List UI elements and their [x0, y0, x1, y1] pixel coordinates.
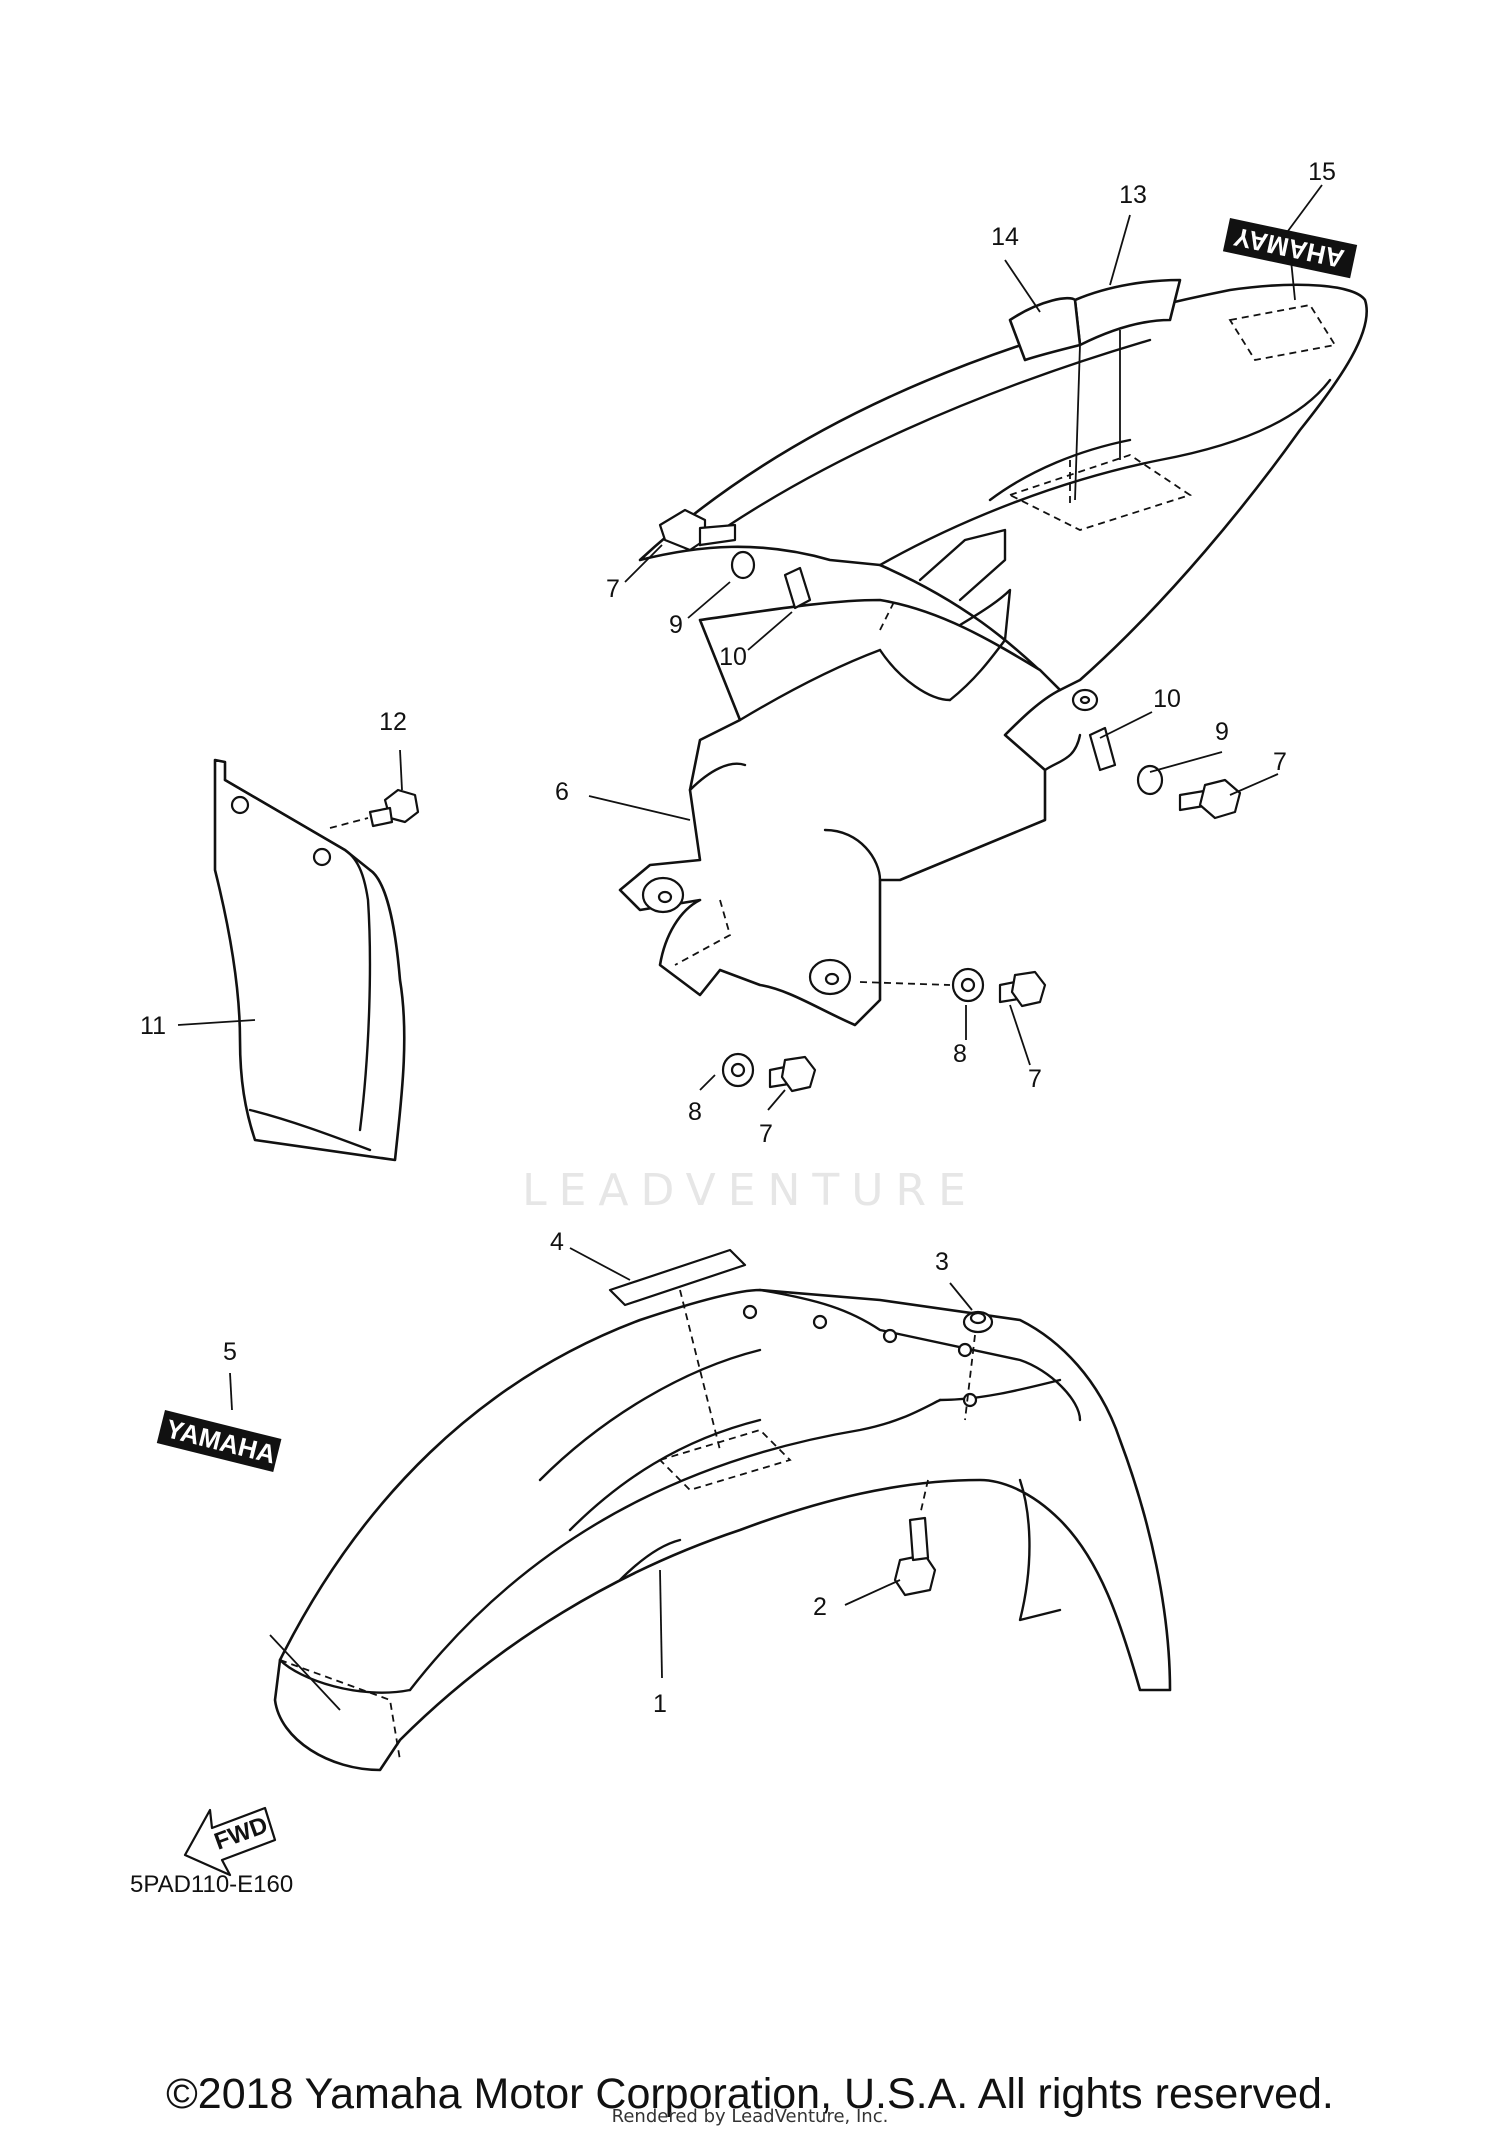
- collar-9-left: [730, 550, 756, 580]
- callout-10-left: 10: [719, 643, 747, 671]
- callout-6: 6: [555, 778, 569, 806]
- callout-7-lower: 7: [759, 1120, 773, 1148]
- collar-8-lower: [721, 1052, 755, 1088]
- bolt-2: [893, 1516, 937, 1597]
- callout-7-right: 7: [1273, 748, 1287, 776]
- nut-10-left: [783, 566, 812, 610]
- bolt-12: [368, 788, 420, 828]
- nut-10-right: [1088, 726, 1117, 772]
- callout-4: 4: [550, 1228, 564, 1256]
- callout-13: 13: [1119, 181, 1147, 209]
- front-fender[interactable]: [273, 1288, 1172, 1772]
- fwd-arrow: FWD: [183, 1806, 277, 1877]
- collar-8-center: [951, 967, 985, 1003]
- watermark: LEADVENTURE: [522, 1165, 978, 1216]
- mud-flap[interactable]: [213, 758, 406, 1162]
- leader-lines: [177, 184, 1323, 1679]
- callout-2: 2: [813, 1593, 827, 1621]
- grommet-3: [962, 1310, 994, 1334]
- callout-7-center: 7: [1028, 1065, 1042, 1093]
- yamaha-decal-front: YAMAHA: [156, 1410, 282, 1473]
- bolt-7-center: [998, 970, 1047, 1008]
- callout-10-right: 10: [1153, 685, 1181, 713]
- bolt-7-upper-left: [658, 508, 737, 552]
- callout-14: 14: [991, 223, 1019, 251]
- rear-fender[interactable]: [618, 283, 1368, 1027]
- callout-3: 3: [935, 1248, 949, 1276]
- bolt-7-right: [1178, 778, 1242, 820]
- bolt-7-lower: [768, 1055, 817, 1093]
- callout-8-center: 8: [953, 1040, 967, 1068]
- callout-9-right: 9: [1215, 718, 1229, 746]
- svg-text:YAMAHA: YAMAHA: [163, 1413, 279, 1469]
- callouts: 15 13 14 7 9 10 10 9 7 6 12 11 8 7 8 7 4…: [140, 158, 1336, 1718]
- callout-12: 12: [379, 708, 407, 736]
- callout-9-left: 9: [669, 611, 683, 639]
- callout-11: 11: [140, 1012, 166, 1040]
- rear-fender-decals: [1008, 278, 1182, 501]
- callout-1: 1: [653, 1690, 667, 1718]
- callout-7-upper: 7: [606, 575, 620, 603]
- callout-8-lower: 8: [688, 1098, 702, 1126]
- copyright-notice: ©2018 Yamaha Motor Corporation, U.S.A. A…: [166, 2070, 1334, 2118]
- rendered-by: Rendered by LeadVenture, Inc.: [611, 2106, 889, 2127]
- callout-5: 5: [223, 1338, 237, 1366]
- collar-9-right: [1136, 764, 1164, 796]
- callout-15: 15: [1308, 158, 1336, 186]
- decal-4: [608, 1248, 747, 1451]
- diagram-code: 5PAD110-E160: [130, 1871, 293, 1898]
